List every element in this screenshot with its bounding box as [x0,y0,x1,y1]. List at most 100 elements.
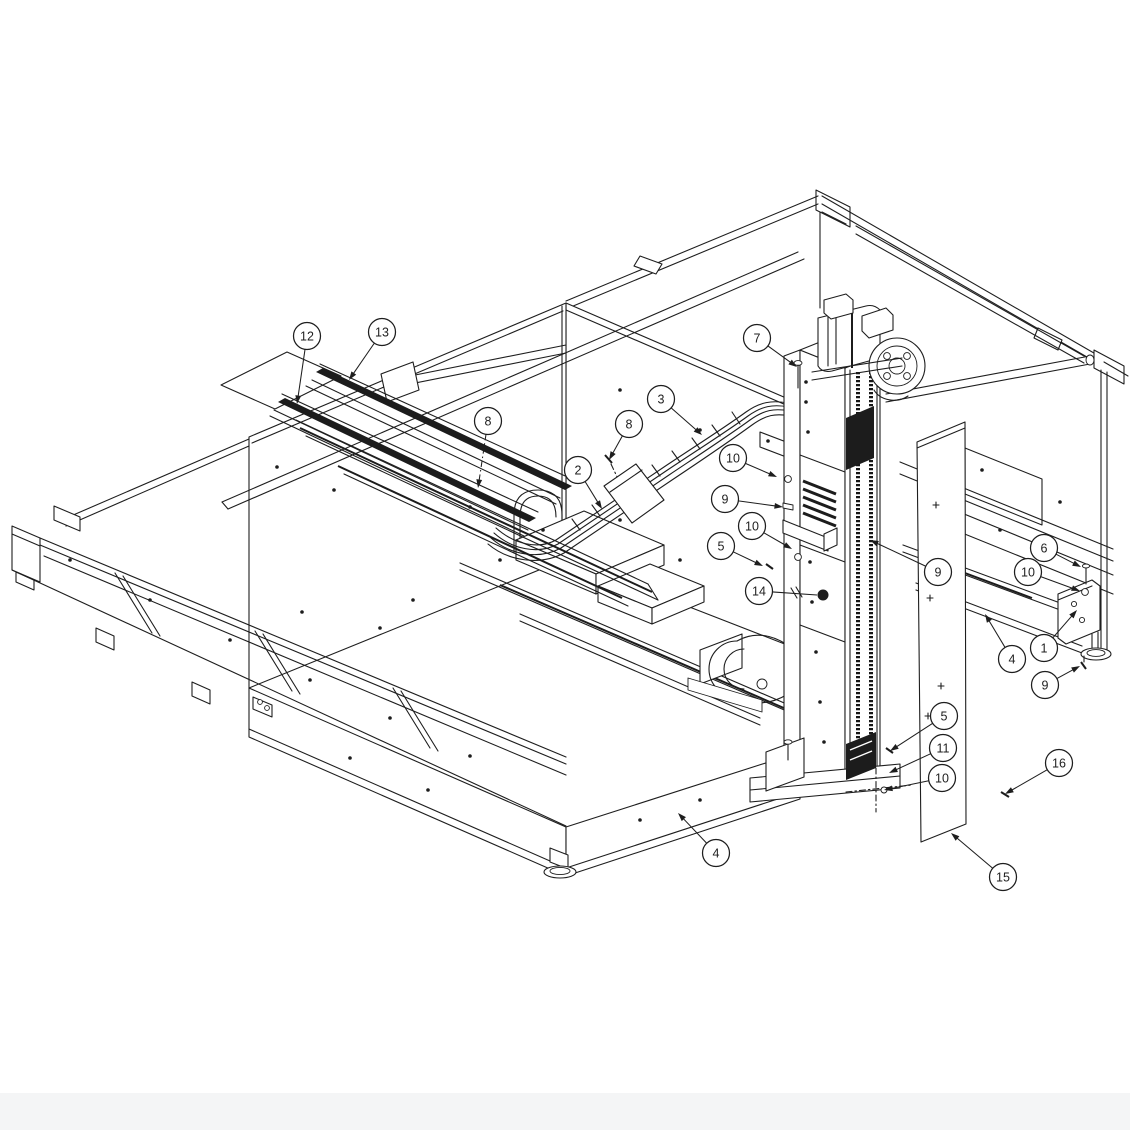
callout-balloon-14 [744,576,774,606]
flat-plate [220,351,342,410]
callout-number: 13 [375,326,389,340]
callout-balloon-9b [923,557,953,587]
callout-8a: 8 [473,406,503,488]
callout-9b: 9 [870,540,953,587]
nut-10b [794,553,802,561]
leader-arrowhead [609,451,616,460]
leader-arrowhead [768,470,777,477]
callout-number: 2 [575,464,582,478]
screw-9a [782,502,794,511]
callout-balloon-13 [367,317,397,347]
callout-balloon-9a [710,484,740,514]
hardware [765,475,1010,798]
callout-balloon-11 [928,733,958,763]
leader-arrowhead [870,540,879,547]
callout-number: 5 [718,540,725,554]
callout-leader [988,619,1006,648]
callout-leader [352,342,375,375]
callout-10c: 10 [1013,557,1080,591]
callout-number: 15 [996,871,1010,885]
nut-10a [784,475,792,483]
left-bed [11,438,813,879]
callout-leader [895,722,933,748]
callout-balloon-3 [646,384,676,414]
callout-leader [732,551,757,564]
leader-arrowhead [349,371,357,380]
callout-number: 12 [300,330,314,344]
callout-leader [763,532,787,546]
callout-11: 11 [889,733,958,773]
callout-12: 12 [292,321,322,404]
callout-number: 8 [626,418,633,432]
pin-14 [817,589,829,601]
mast [782,335,881,791]
callout-number: 10 [726,452,740,466]
top-frame [565,189,1129,651]
callout-balloon-4a [997,644,1027,674]
callout-number: 1 [1041,642,1048,656]
rail-12 [278,398,536,522]
cover-plate-15 [916,421,967,843]
callout-number: 10 [745,520,759,534]
sprocket [846,406,874,470]
callout-7: 7 [742,323,797,367]
callout-number: 9 [935,566,942,580]
leader-arrowhead [678,813,686,822]
callout-balloon-8b [614,409,644,439]
callout-balloon-6 [1029,533,1059,563]
screw-16 [1000,791,1010,798]
callout-number: 4 [713,847,720,861]
footer-band [0,1093,1130,1130]
callout-leader [772,591,818,596]
callout-5a: 5 [706,531,763,566]
leader-arrowhead [693,427,702,435]
callout-9a: 9 [710,484,783,514]
callout-8b: 8 [609,409,644,460]
callout-leader [895,753,931,771]
leader-arrowhead [890,743,899,751]
callout-13: 13 [349,317,397,380]
rail-13 [316,368,572,490]
callout-leader [611,435,623,455]
callout-16: 16 [1005,748,1074,794]
callout-balloon-10b [737,511,767,541]
callout-leader [890,780,929,790]
callout-balloon-5b [929,701,959,731]
hole-dots [68,388,1062,822]
callout-number: 9 [722,493,729,507]
leader-arrowhead [774,502,783,509]
callout-leader [956,837,994,869]
callout-balloon-7 [742,323,772,353]
callout-15: 15 [951,833,1018,892]
callout-leader [1040,576,1074,590]
callout-leader [1055,553,1076,565]
callout-leader [745,462,771,475]
leader-arrowhead [595,500,602,509]
callout-number: 11 [937,742,950,756]
callout-leader [767,345,792,364]
callout-leader [738,500,777,507]
callout-leader [1056,668,1075,680]
callout-balloon-5a [706,531,736,561]
leader-arrowhead [1069,610,1077,619]
callout-4a: 4 [985,614,1027,674]
leader-arrowhead [1072,560,1081,567]
callout-3: 3 [646,384,702,435]
right-deck [899,447,1114,670]
callout-leader [876,542,927,567]
callout-1: 1 [1029,610,1077,663]
callout-10d: 10 [884,763,957,793]
mast-base [749,732,913,813]
rail-assembly [220,344,659,607]
callout-balloon-15 [988,862,1018,892]
callout-6: 6 [1029,533,1081,567]
callout-2: 2 [563,455,602,509]
callout-14: 14 [744,576,818,606]
callout-balloon-8a [473,406,503,436]
callout-balloon-1 [1029,633,1059,663]
callout-leader [1052,614,1073,639]
callout-balloon-12 [292,321,322,351]
callout-number: 3 [658,393,665,407]
callout-number: 10 [1021,566,1035,580]
